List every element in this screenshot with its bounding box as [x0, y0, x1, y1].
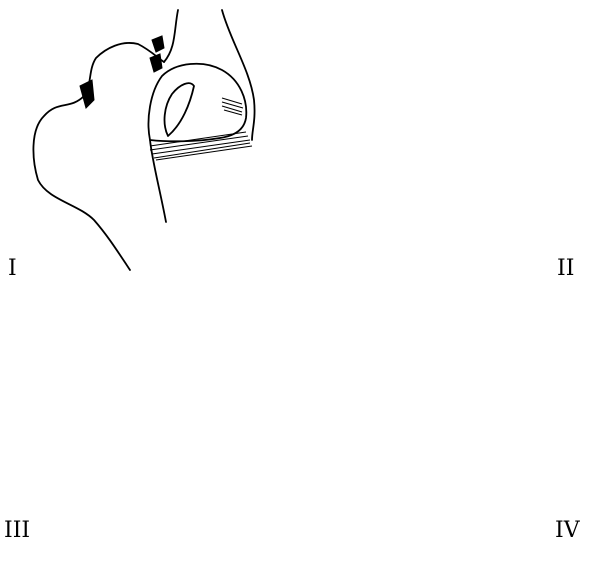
panel-1-trochanter-mark: [80, 80, 94, 108]
panel-1-ligament: [222, 98, 243, 115]
panel-1-femur: [33, 43, 166, 270]
panel-1-femoral-head: [149, 64, 247, 142]
panel-1-capsule-band: [150, 132, 252, 160]
panel-label-3: III: [4, 520, 30, 542]
panel-label-1: I: [8, 258, 17, 280]
panel-label-2: II: [557, 258, 574, 280]
panel-1-drawing: [33, 10, 254, 270]
panel-1-pelvis-outline: [164, 10, 255, 140]
panel-label-4: IV: [555, 520, 580, 542]
panel-1-head-fragment: [165, 83, 194, 136]
